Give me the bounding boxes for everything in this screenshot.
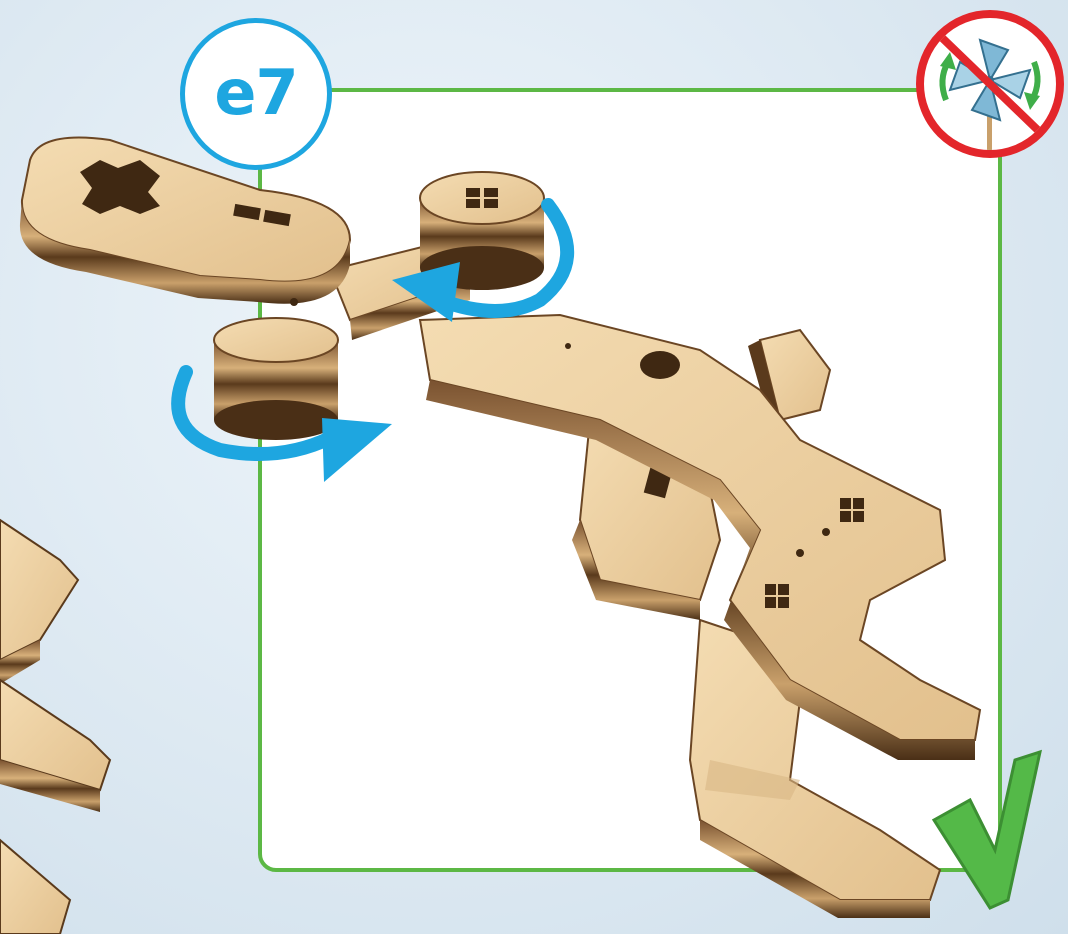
no-windmill-mode-icon <box>916 10 1064 158</box>
crank-arm-piece <box>20 138 350 304</box>
green-checkmark <box>934 752 1040 908</box>
previous-step-piece <box>0 520 110 934</box>
step-number: e7 <box>214 56 297 129</box>
pinwheel-icon <box>924 18 1056 150</box>
left-spacer-disc <box>214 298 338 440</box>
step-badge: e7 <box>180 18 332 170</box>
